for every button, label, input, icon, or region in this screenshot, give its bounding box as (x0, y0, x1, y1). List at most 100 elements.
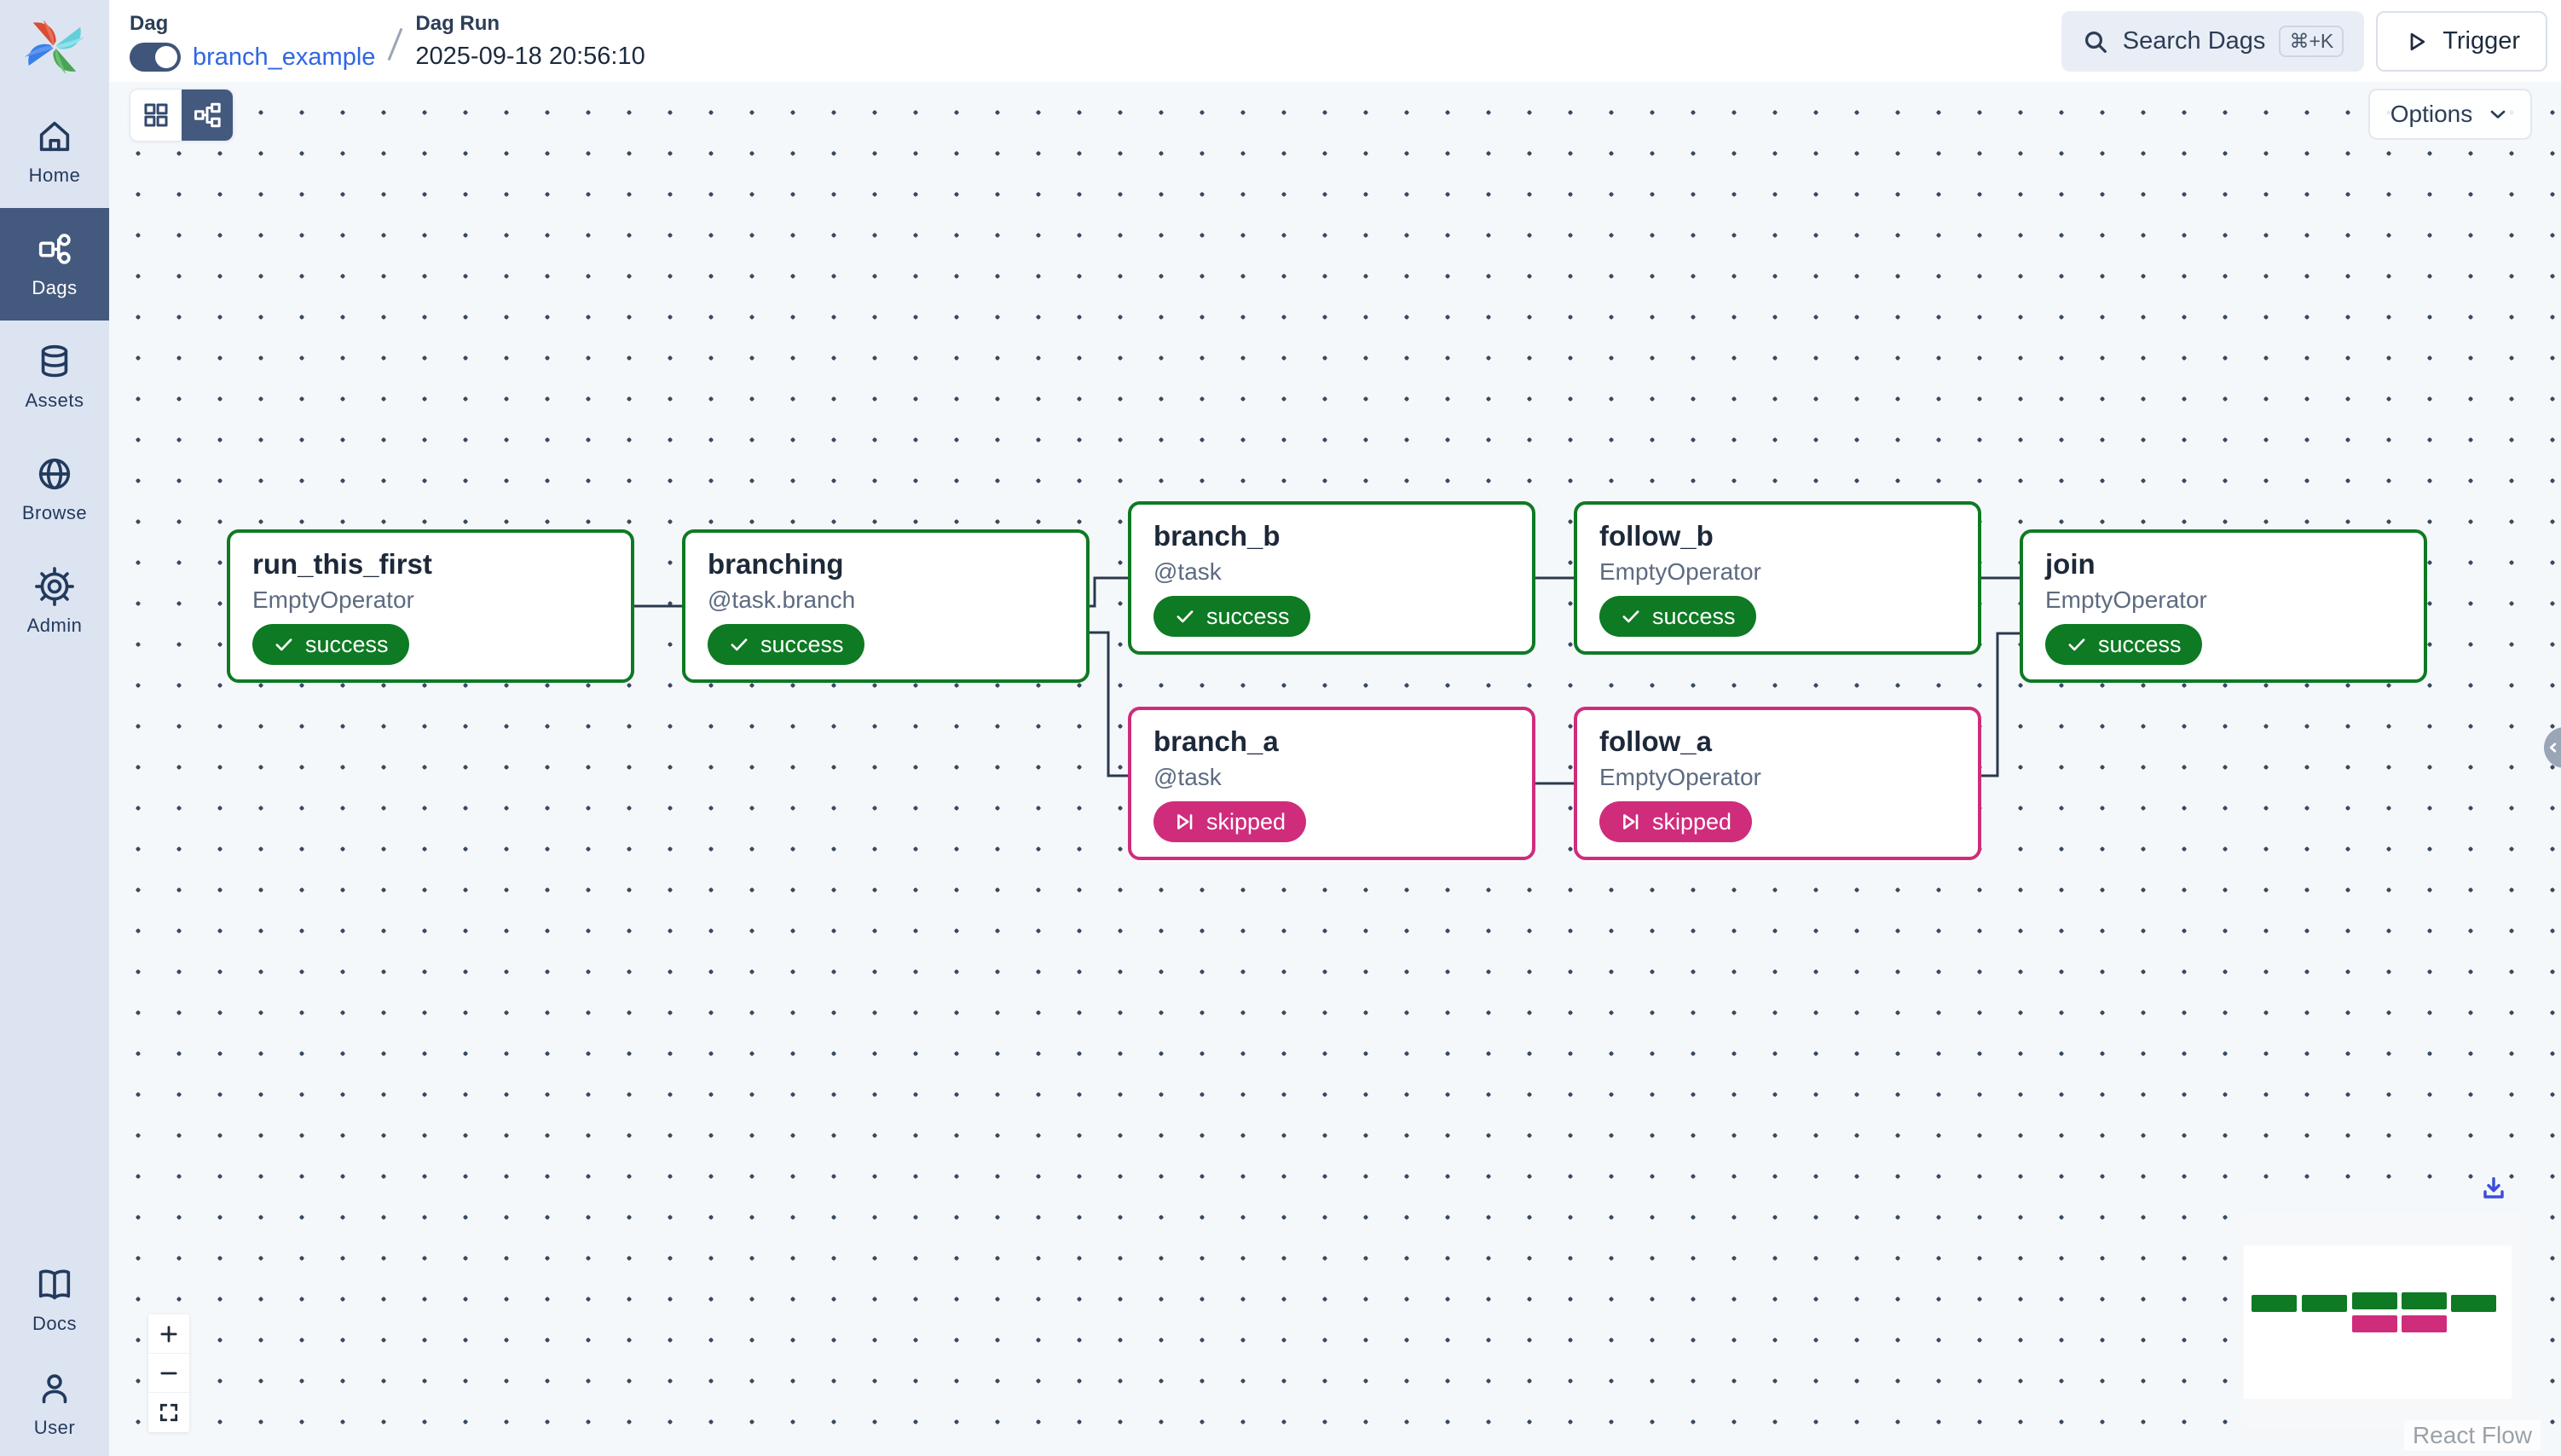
dag-name-link[interactable]: branch_example (193, 43, 376, 71)
grid-view-icon (144, 103, 168, 127)
sidebar-item-assets[interactable]: Assets (0, 321, 109, 433)
task-node-follow_b[interactable]: follow_b EmptyOperator success (1574, 501, 1981, 655)
search-dags-button[interactable]: Search Dags ⌘+K (2061, 11, 2365, 72)
task-node-branch_b[interactable]: branch_b @task success (1128, 501, 1535, 655)
task-title: branch_b (1153, 520, 1280, 552)
task-node-run_this_first[interactable]: run_this_first EmptyOperator success (227, 529, 634, 683)
task-operator: @task (1153, 558, 1222, 586)
home-icon (39, 121, 70, 152)
dag-label: Dag (130, 12, 169, 35)
task-node-join[interactable]: join EmptyOperator success (2020, 529, 2427, 683)
task-state-label: skipped (1206, 808, 1286, 835)
task-title: follow_b (1599, 520, 1714, 552)
grid-view-button[interactable] (130, 90, 182, 141)
task-state-label: success (305, 631, 389, 657)
sidebar-item-label: Docs (32, 1313, 78, 1334)
breadcrumb-dag-run: Dag Run 2025-09-18 20:56:10 (415, 12, 645, 71)
sidebar-item-dags[interactable]: Dags (0, 208, 109, 321)
react-flow-attribution[interactable]: React Flow (2403, 1420, 2541, 1451)
airflow-logo[interactable] (0, 0, 109, 95)
admin-gear-icon (35, 567, 74, 606)
task-title: branch_a (1153, 725, 1279, 757)
task-state-badge: success (1153, 596, 1310, 638)
trigger-label: Trigger (2442, 27, 2520, 55)
toggle-knob (155, 46, 177, 68)
skip-forward-icon (1623, 814, 1639, 830)
graph-view-button[interactable] (182, 90, 233, 141)
minus-icon (160, 1372, 177, 1374)
skip-forward-icon (1177, 814, 1193, 830)
sidebar-item-admin[interactable]: Admin (0, 546, 109, 658)
options-label: Options (2390, 101, 2473, 127)
breadcrumb: Dag branch_example Dag Run 2025-09-18 20… (130, 12, 645, 72)
sidebar-item-user[interactable]: User (0, 1352, 109, 1456)
check-icon (731, 638, 748, 651)
minimap-node-run_this_first (2252, 1295, 2297, 1312)
task-node-branching[interactable]: branching @task.branch success (682, 529, 1090, 683)
minimap-node-branch_b (2352, 1292, 2397, 1309)
task-node-follow_a[interactable]: follow_a EmptyOperator skipped (1574, 707, 1981, 860)
task-operator: EmptyOperator (1599, 764, 1761, 791)
task-state-badge: success (708, 624, 864, 666)
task-state-label: skipped (1652, 808, 1732, 835)
dag-pause-toggle[interactable] (130, 43, 181, 72)
fit-view-button[interactable] (148, 1393, 189, 1432)
header: Dag branch_example Dag Run 2025-09-18 20… (109, 0, 2561, 82)
sidebar-item-label: Dags (32, 277, 78, 298)
sidebar-item-label: Assets (25, 390, 84, 411)
sidebar-item-label: Home (28, 165, 81, 186)
panel-expand-button[interactable] (2544, 727, 2561, 768)
task-title: run_this_first (252, 548, 432, 580)
sidebar-item-label: Admin (26, 615, 83, 636)
task-state-badge: success (1599, 596, 1756, 638)
graph-view-icon (194, 102, 221, 128)
task-state-badge: success (2045, 624, 2202, 666)
chevron-down-icon (2490, 110, 2506, 118)
sidebar-item-docs[interactable]: Docs (0, 1248, 109, 1352)
chevron-left-icon (2549, 742, 2557, 753)
assets-icon (41, 344, 68, 378)
task-operator: @task (1153, 764, 1222, 791)
task-state-label: success (760, 631, 844, 657)
task-state-badge: skipped (1599, 801, 1753, 843)
task-operator: EmptyOperator (252, 586, 414, 614)
task-operator: EmptyOperator (2045, 586, 2207, 614)
docs-icon (38, 1269, 71, 1300)
task-state-label: success (1652, 603, 1736, 629)
header-actions: Search Dags ⌘+K Trigger (2061, 11, 2547, 72)
minimap-node-branch_a (2352, 1315, 2397, 1332)
sidebar-spacer (0, 658, 109, 1248)
fit-view-icon (159, 1403, 178, 1422)
task-operator: @task.branch (708, 586, 856, 614)
task-title: join (2045, 548, 2096, 580)
minimap-node-join (2451, 1295, 2496, 1312)
sidebar-item-browse[interactable]: Browse (0, 433, 109, 546)
plus-icon (160, 1325, 177, 1343)
check-icon (275, 638, 292, 651)
search-label: Search Dags (2122, 27, 2266, 55)
user-icon (42, 1374, 67, 1404)
breadcrumb-separator (388, 27, 403, 61)
sidebar-item-label: User (33, 1417, 76, 1438)
view-toggle (130, 89, 234, 142)
download-image-button[interactable] (2479, 1175, 2508, 1202)
task-state-badge: skipped (1153, 801, 1307, 843)
dags-icon (38, 234, 71, 264)
minimap-node-branching (2302, 1295, 2347, 1312)
check-icon (2068, 638, 2085, 651)
check-icon (1176, 610, 1194, 623)
zoom-out-button[interactable] (148, 1354, 189, 1393)
trigger-button[interactable]: Trigger (2376, 11, 2547, 72)
search-shortcut-kbd: ⌘+K (2279, 26, 2344, 57)
dag-graph-canvas[interactable]: run_this_first EmptyOperator success bra… (109, 82, 2561, 1456)
task-state-label: success (1206, 603, 1290, 629)
zoom-in-button[interactable] (148, 1314, 189, 1354)
minimap[interactable] (2242, 1213, 2520, 1429)
sidebar-item-home[interactable]: Home (0, 95, 109, 208)
play-icon (2410, 32, 2425, 50)
breadcrumb-dag: Dag branch_example (130, 12, 375, 72)
task-state-badge: success (252, 624, 409, 666)
minimap-node-follow_a (2402, 1315, 2447, 1332)
task-node-branch_a[interactable]: branch_a @task skipped (1128, 707, 1535, 860)
options-button[interactable]: Options (2368, 89, 2532, 140)
